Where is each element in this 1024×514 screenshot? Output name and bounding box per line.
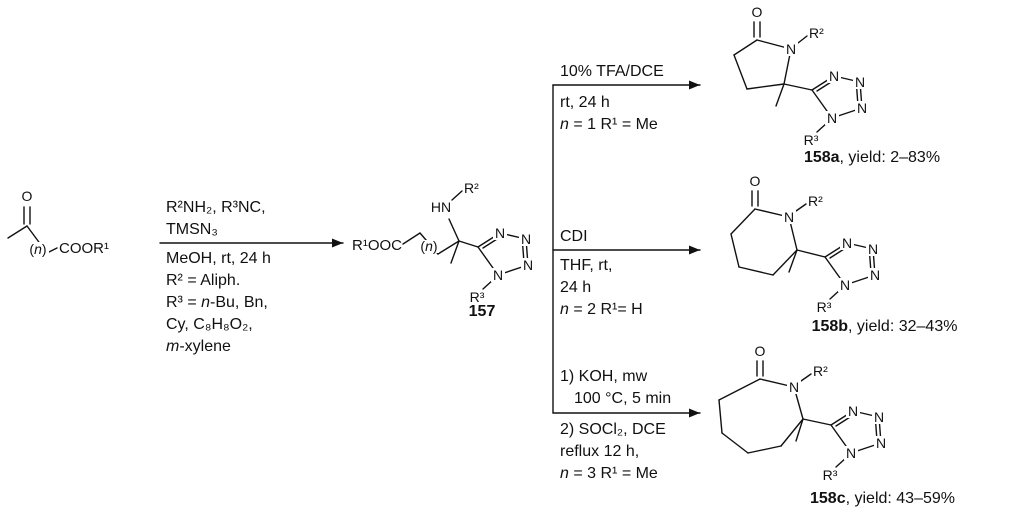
bond: [795, 203, 807, 212]
condition-line: n = 3 R¹ = Me: [560, 465, 658, 482]
bond: [733, 39, 758, 56]
branch-mid-conditions-below: THF, rt, 24 h n = 2 R¹= H: [560, 255, 643, 321]
methyl-bond: [795, 418, 804, 442]
branch-mid-conditions-above: CDI: [560, 226, 588, 248]
condition-line: 10% TFA/DCE: [560, 63, 664, 80]
r2-substituent-label: R²: [808, 193, 823, 209]
bond: [718, 378, 761, 401]
bond: [802, 418, 832, 426]
branch-bottom-conditions-above: 1) KOH, mw 100 °C, 5 min: [560, 366, 671, 410]
ester-group-label: R¹OOC: [352, 237, 402, 254]
product-158a-caption: 158a, yield: 2–83%: [803, 149, 941, 166]
branch-arrows: [552, 80, 701, 418]
branch-top-conditions-above: 10% TFA/DCE: [560, 61, 664, 83]
atom-label-bg: [784, 42, 798, 56]
r2-substituent-label: R²: [809, 25, 824, 41]
product-158a-structure: N O R²: [733, 4, 870, 149]
bond: [783, 83, 813, 91]
bond: [402, 232, 421, 245]
atom-label-bg: [421, 240, 439, 253]
condition-line: 1) KOH, mw: [560, 368, 648, 385]
condition-line: n = 2 R¹= H: [560, 301, 643, 318]
condition-line: R³ = n-Bu, Bn,: [166, 294, 268, 311]
tetrazole-ring: [821, 402, 889, 484]
o-atom-label: O: [750, 173, 761, 189]
intermediate-157-label: 157: [468, 303, 496, 320]
branch-bottom-conditions-below: 2) SOCl₂, DCE reflux 12 h, n = 3 R¹ = Me: [560, 419, 666, 485]
bond: [458, 240, 479, 248]
bond: [448, 218, 460, 242]
n-atom-label: N: [786, 41, 796, 57]
condition-line: rt, 24 h: [560, 94, 610, 111]
bond: [800, 373, 812, 382]
condition-line: n = 1 R¹ = Me: [560, 116, 658, 133]
tetrazole-ring: [468, 224, 536, 306]
ester-group-label: COOR¹: [59, 240, 109, 257]
condition-line: 24 h: [560, 279, 592, 296]
o-atom-label: O: [22, 188, 33, 204]
bond: [772, 249, 798, 276]
condition-line: R² = Aliph.: [166, 272, 241, 289]
methyl-bond: [775, 83, 785, 107]
product-158c-structure: N O R²: [718, 343, 889, 484]
bond: [718, 399, 723, 434]
bond: [780, 418, 804, 447]
o-atom-label: O: [755, 343, 766, 359]
reagent-line: TMSN₃: [166, 221, 218, 238]
bond: [733, 54, 748, 90]
atom-label-bg: [787, 380, 801, 394]
condition-line: Cy, C₈H₈O₂,: [166, 316, 253, 333]
condition-line: 100 °C, 5 min: [574, 390, 672, 407]
atom-label-bg: [28, 242, 49, 256]
condition-line: reflux 12 h,: [560, 443, 640, 460]
condition-line: MeOH, rt, 24 h: [166, 250, 271, 267]
bond: [451, 190, 463, 201]
methyl-bond: [450, 240, 460, 264]
step1-reagents-above: R²NH₂, R³NC, TMSN₃: [166, 197, 266, 241]
step1-conditions-below: MeOH, rt, 24 h R² = Aliph. R³ = n-Bu, Bn…: [166, 248, 271, 358]
tetrazole-ring: [802, 67, 870, 149]
bond: [738, 266, 774, 276]
condition-line: 2) SOCl₂, DCE: [560, 421, 666, 438]
o-atom-label: O: [752, 4, 763, 20]
condition-line: THF, rt,: [560, 257, 613, 274]
condition-line: CDI: [560, 228, 588, 245]
bond: [796, 249, 826, 258]
bond: [721, 432, 749, 454]
bond: [7, 225, 28, 239]
bond: [730, 208, 756, 235]
n-atom-label: N: [789, 379, 799, 395]
start-material-structure: O (n) COOR¹: [7, 188, 109, 257]
bond: [730, 233, 740, 268]
atom-label-bg: [782, 210, 796, 224]
reagent-line: R²NH₂, R³NC,: [166, 199, 266, 216]
repeat-unit-label: (n): [420, 238, 437, 254]
bond: [437, 240, 460, 255]
bond: [797, 35, 808, 44]
n-atom-label: N: [784, 209, 794, 225]
intermediate-157-structure: (n) HN R² R¹OOC: [352, 180, 536, 306]
product-158b-caption: 158b, yield: 32–43%: [811, 318, 958, 335]
product-158c-caption: 158c, yield: 43–59%: [810, 490, 955, 507]
bond: [746, 83, 785, 90]
r2-substituent-label: R²: [813, 363, 828, 379]
hn-atom-label: HN: [431, 199, 451, 215]
product-158b-structure: N O R²: [730, 173, 883, 316]
r2-substituent-label: R²: [464, 180, 479, 196]
condition-line: m-xylene: [166, 338, 231, 355]
branch-top-conditions-below: rt, 24 h n = 1 R¹ = Me: [560, 92, 658, 136]
tetrazole-ring: [815, 234, 883, 316]
bond: [747, 445, 782, 454]
methyl-bond: [788, 249, 798, 273]
repeat-unit-label: (n): [29, 241, 46, 257]
